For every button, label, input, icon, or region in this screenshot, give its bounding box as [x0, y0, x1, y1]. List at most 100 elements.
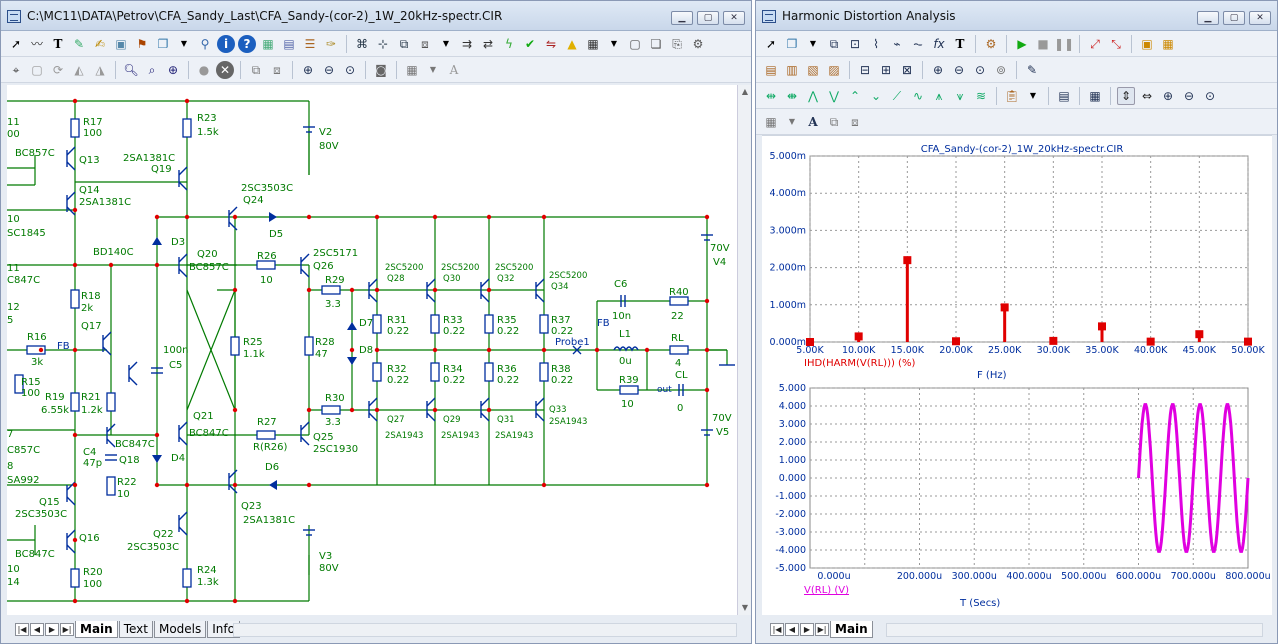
copy-b-icon[interactable]: ⧈ [851, 114, 859, 129]
dropdown-icon[interactable]: ▼ [180, 38, 188, 48]
arrows-icon[interactable]: ⇉ [461, 36, 473, 51]
find-3-icon[interactable]: ⊕ [167, 62, 179, 77]
zoom-b-icon[interactable]: ⊖ [953, 62, 965, 77]
text-tool-icon[interactable]: T [53, 36, 63, 51]
brush-icon[interactable]: ✍ [94, 36, 106, 51]
info-icon[interactable]: i [217, 34, 235, 53]
tab-models[interactable]: Models [153, 620, 207, 638]
high-icon[interactable]: ⌃ [849, 88, 861, 103]
grid-icon[interactable]: ▦ [262, 36, 274, 51]
zoom-box-icon[interactable]: ⊡ [849, 36, 861, 51]
peak-icon[interactable]: ⋀ [808, 88, 818, 103]
analysis-title-bar[interactable]: Harmonic Distortion Analysis ▁ ▢ ✕ [756, 1, 1277, 31]
analysis-horizontal-scrollbar[interactable] [886, 623, 1263, 637]
select-arrow-icon[interactable]: ➚ [10, 36, 22, 51]
next-tab-icon[interactable]: ▶ [45, 622, 59, 636]
font-a-icon[interactable]: A [808, 114, 818, 129]
minimize-button[interactable]: ▁ [671, 11, 693, 25]
warning-icon[interactable]: ▲ [567, 36, 577, 51]
calc-icon[interactable]: ▦ [1089, 88, 1101, 103]
grid-2-icon[interactable]: ▦ [587, 36, 599, 51]
text-icon[interactable]: T [955, 36, 965, 51]
move-icon[interactable]: ⌖ [12, 62, 20, 77]
dropdown-3-icon[interactable]: ▼ [610, 38, 618, 48]
graph-1-icon[interactable]: ⌇ [873, 36, 879, 51]
dropdown-c-icon[interactable]: ▼ [788, 116, 796, 126]
stop-run-icon[interactable]: ■ [1037, 36, 1049, 51]
layout-4-icon[interactable]: ▨ [828, 62, 840, 77]
a-next-tab-icon[interactable]: ▶ [800, 622, 814, 636]
list-icon[interactable]: ☰ [304, 36, 316, 51]
valley-icon[interactable]: ⋁ [829, 88, 839, 103]
cursor-mode-1-icon[interactable]: ⇕ [1117, 86, 1135, 105]
copy-icon[interactable]: ⎘ [672, 36, 682, 51]
component-icon[interactable]: ❐ [157, 36, 169, 51]
rect-icon[interactable]: ▢ [31, 62, 43, 77]
maximize-button[interactable]: ▢ [697, 11, 719, 25]
exchange-icon[interactable]: ⇄ [482, 36, 494, 51]
schematic-vertical-scrollbar[interactable]: ▲ ▼ [737, 85, 751, 617]
group-icon[interactable]: ⧉ [251, 62, 261, 77]
layout-3-icon[interactable]: ▧ [807, 62, 819, 77]
grid-3-icon[interactable]: ▦ [406, 62, 418, 77]
analysis-maximize-button[interactable]: ▢ [1223, 11, 1245, 25]
a-prev-tab-icon[interactable]: ◀ [785, 622, 799, 636]
grid-toggle-icon[interactable]: ▦ [1162, 36, 1174, 51]
inflect-icon[interactable]: ∿ [912, 88, 924, 103]
first-tab-icon[interactable]: |◀ [15, 622, 29, 636]
prev-tab-icon[interactable]: ◀ [30, 622, 44, 636]
dropdown-4-icon[interactable]: ▼ [429, 64, 437, 74]
properties-icon[interactable]: ⚙ [692, 36, 704, 51]
schematic-horizontal-scrollbar[interactable] [233, 623, 737, 637]
component-select-icon[interactable]: ❐ [786, 36, 798, 51]
zoom-d-icon[interactable]: ⊚ [995, 62, 1007, 77]
doc-icon[interactable]: ▤ [1058, 88, 1070, 103]
scroll-down-icon[interactable]: ▼ [741, 603, 749, 612]
schematic-title-bar[interactable]: C:\MC11\DATA\Petrov\CFA_Sandy_Last\CFA_S… [1, 1, 751, 31]
last-tab-icon[interactable]: ▶| [60, 622, 74, 636]
stop-icon[interactable]: ● [198, 62, 210, 77]
grid-4-icon[interactable]: ▦ [765, 114, 777, 129]
clipboard-icon[interactable]: 📋︎ [1004, 88, 1020, 103]
help-icon[interactable]: ? [238, 34, 256, 53]
low-icon[interactable]: ⌄ [870, 88, 882, 103]
find-2-icon[interactable]: ⌕ [148, 62, 156, 77]
schematic-canvas[interactable]: R17 100 R23 1.5k V2 80V BC857C Q13 2SA13… [7, 85, 737, 617]
analysis-close-button[interactable]: ✕ [1249, 11, 1271, 25]
node-number-icon[interactable]: ⌘ [356, 36, 368, 51]
cursor-1-icon[interactable]: ⤢ [1090, 36, 1100, 51]
layout-1-icon[interactable]: ▤ [765, 62, 777, 77]
global-high-icon[interactable]: ⩚ [935, 88, 943, 103]
pencil-icon[interactable]: ✎ [73, 36, 85, 51]
probe-icon[interactable]: ⚲ [200, 36, 210, 51]
cursor-mode-2-icon[interactable]: ⇔ [1141, 88, 1153, 103]
a-last-tab-icon[interactable]: ▶| [815, 622, 829, 636]
bottom-icon[interactable]: ≋ [975, 88, 987, 103]
pointer-icon[interactable]: ➚ [765, 36, 777, 51]
zoom-a-icon[interactable]: ⊕ [932, 62, 944, 77]
check-icon[interactable]: ✔ [524, 36, 536, 51]
flip-v-icon[interactable]: ◮ [95, 62, 105, 77]
page-icon[interactable]: ▢ [629, 36, 641, 51]
flip-h-icon[interactable]: ◭ [74, 62, 84, 77]
camera-icon[interactable]: ◙ [375, 62, 387, 77]
cursor-2-icon[interactable]: ⤡ [1111, 36, 1121, 51]
pin-icon[interactable]: ⊹ [377, 36, 389, 51]
run-icon[interactable]: ▶ [1017, 36, 1027, 51]
tab-main[interactable]: Main [75, 620, 118, 638]
global-low-icon[interactable]: ⩛ [956, 88, 964, 103]
tab-text[interactable]: Text [118, 620, 153, 638]
tab-info[interactable]: Info [207, 620, 240, 638]
split-3-icon[interactable]: ⊠ [901, 62, 913, 77]
dropdown-b-icon[interactable]: ▼ [1029, 90, 1037, 100]
pause-icon[interactable]: ❚❚ [1053, 36, 1075, 51]
wave-icon[interactable]: ⇋ [545, 36, 557, 51]
graph-2-icon[interactable]: ⌁ [893, 36, 901, 51]
measure-2-icon[interactable]: ⇼ [786, 88, 798, 103]
node-icon[interactable]: ⧉ [399, 36, 409, 51]
page-2-icon[interactable]: ❏ [650, 36, 662, 51]
slope-icon[interactable]: ⟋ [892, 88, 902, 103]
close-button[interactable]: ✕ [723, 11, 745, 25]
plot-zoom-in-icon[interactable]: ⊕ [1162, 88, 1174, 103]
frame-icon[interactable]: ▣ [1141, 36, 1153, 51]
